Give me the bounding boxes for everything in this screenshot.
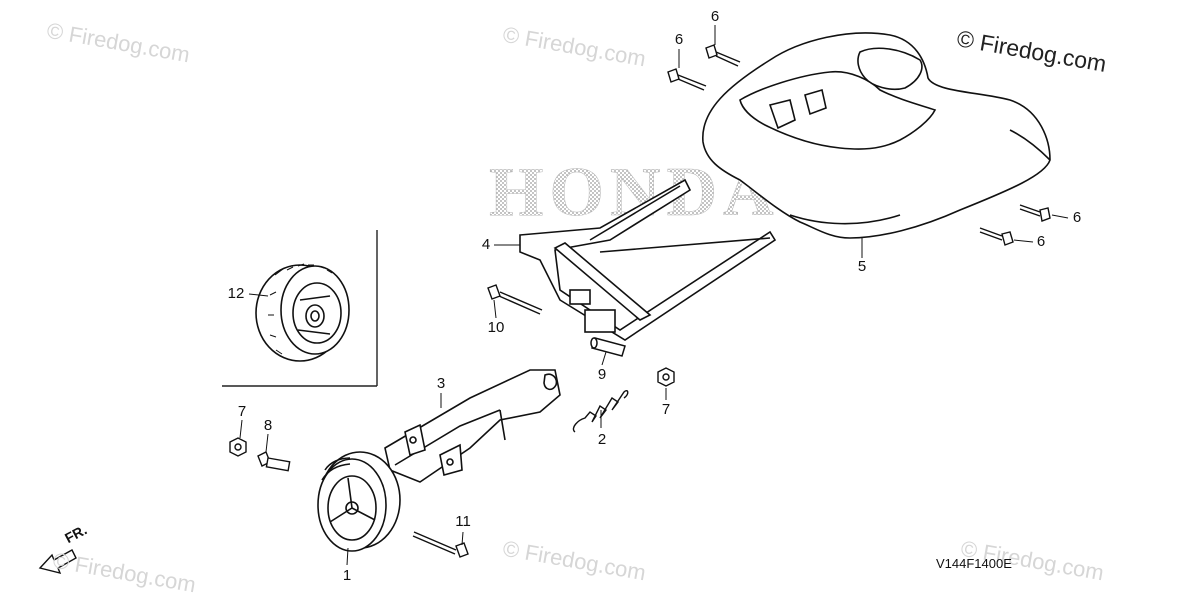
collar-9 (590, 337, 626, 357)
bolt-6-b (667, 68, 707, 91)
callout-3: 3 (436, 375, 446, 392)
callout-6-upper-left: 6 (674, 31, 684, 48)
callout-4: 4 (481, 236, 491, 253)
callout-8: 8 (263, 417, 273, 434)
diagram-id: V144F1400E (936, 556, 1012, 571)
bolt-11 (412, 531, 469, 558)
callout-12: 12 (227, 285, 245, 302)
front-arrow-icon (38, 549, 77, 575)
callout-2: 2 (597, 431, 607, 448)
callout-6-top: 6 (710, 8, 720, 25)
callout-10: 10 (487, 319, 505, 336)
wheel-1 (317, 451, 401, 552)
wheel-12 (255, 263, 350, 362)
leader-lines (239, 25, 1069, 566)
frame-4 (519, 178, 777, 341)
spring-2 (572, 389, 629, 433)
callout-5: 5 (857, 258, 867, 275)
nut-7-a (657, 367, 675, 387)
bolt-6-d (979, 227, 1014, 246)
callout-6-right-upper: 6 (1072, 209, 1082, 226)
bolt-10 (487, 284, 543, 315)
bolt-6-a (705, 44, 741, 67)
callout-1: 1 (342, 567, 352, 584)
cover-5 (702, 32, 1051, 239)
callout-7-left: 7 (237, 403, 247, 420)
callout-11: 11 (455, 513, 471, 530)
bracket-3 (384, 369, 561, 483)
bolt-6-c (1019, 204, 1051, 222)
inset-frame (222, 230, 378, 387)
callout-9: 9 (597, 366, 607, 383)
bolt-8 (257, 451, 291, 472)
callout-6-right-lower: 6 (1036, 233, 1046, 250)
callout-7-right: 7 (661, 401, 671, 418)
nut-7-b (229, 437, 247, 457)
